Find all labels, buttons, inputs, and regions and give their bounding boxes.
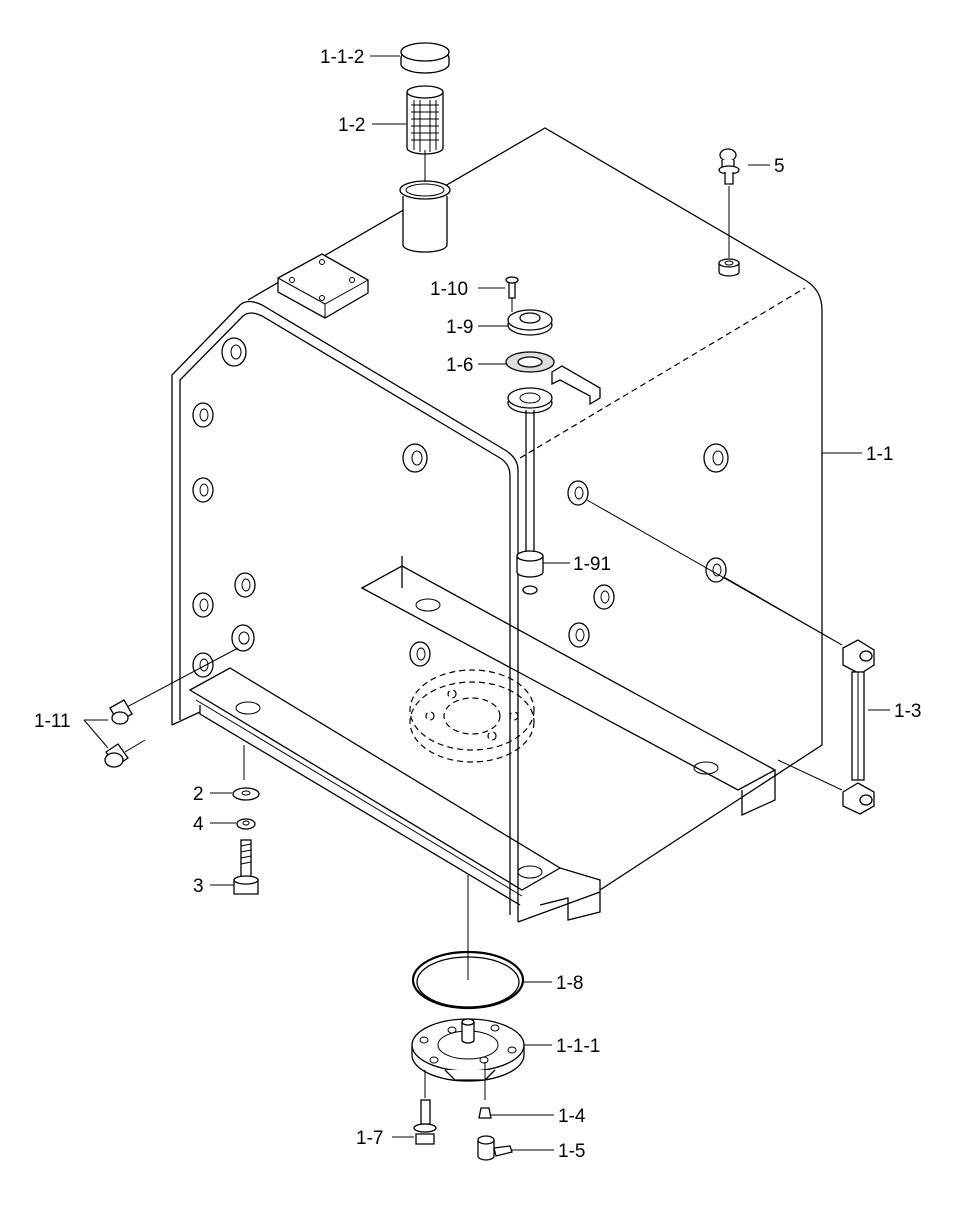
- mounting-bolt-set: [232, 745, 260, 895]
- sight-level-gauge: [586, 499, 875, 815]
- label-1-1-2: 1-1-2: [320, 47, 364, 68]
- label-3: 3: [193, 876, 204, 897]
- hidden-drain-flange: [409, 669, 535, 763]
- side-plugs: [104, 647, 239, 768]
- filler-neck: [399, 150, 451, 253]
- label-1-7: 1-7: [356, 1128, 383, 1149]
- label-1-1-1: 1-1-1: [556, 1036, 600, 1057]
- tank-mounting-bosses: [192, 337, 729, 678]
- filler-cap: [400, 42, 450, 74]
- label-1-91: 1-91: [573, 554, 611, 575]
- label-1-1: 1-1: [866, 444, 893, 465]
- label-1-11: 1-11: [34, 711, 71, 732]
- label-1-2: 1-2: [338, 115, 365, 136]
- leader-lines: [83, 55, 890, 1151]
- label-5: 5: [774, 156, 785, 177]
- label-1-10: 1-10: [430, 279, 468, 300]
- label-1-9: 1-9: [446, 317, 473, 338]
- label-1-8: 1-8: [556, 973, 583, 994]
- label-1-3: 1-3: [894, 701, 921, 722]
- top-plug: [718, 148, 740, 277]
- drain-assembly: [411, 875, 525, 1161]
- top-bracket: [551, 365, 601, 406]
- level-sensor-assembly: [505, 276, 555, 595]
- label-1-5: 1-5: [558, 1141, 585, 1162]
- label-4: 4: [193, 814, 204, 835]
- strainer: [406, 85, 444, 155]
- access-cover-plate: [277, 253, 369, 319]
- tank-skids: [188, 556, 777, 921]
- part-labels: 1-1-2 1-2 5 1-10 1-9 1-6 1-1 1-91 1-3 1-…: [34, 47, 921, 1162]
- label-1-4: 1-4: [558, 1106, 586, 1127]
- label-2: 2: [193, 784, 204, 805]
- label-1-6: 1-6: [446, 355, 473, 376]
- tank-body: [171, 127, 823, 923]
